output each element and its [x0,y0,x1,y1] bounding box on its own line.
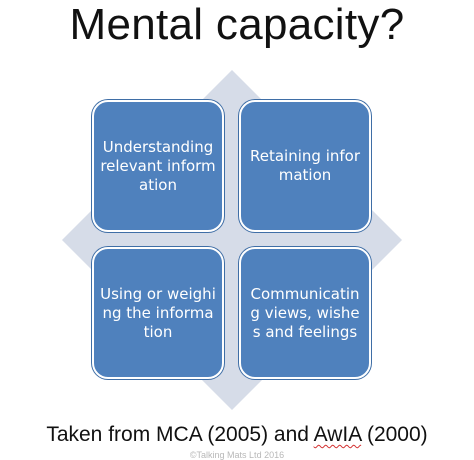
box-communicating: Communicating views, wishes and feelings [239,247,371,379]
box-understanding: Understanding relevant information [92,100,224,232]
caption-lead: Taken from MCA (2005) and [46,423,314,446]
source-caption: Taken from MCA (2005) and AwIA (2000) [0,421,474,449]
copyright-footer: ©Talking Mats Ltd 2016 [189,450,285,460]
box-using-weighing-text: Using or weighing the information [100,284,216,341]
box-communicating-text: Communicating views, wishes and feelings [250,284,360,341]
slide-title: Mental capacity? [69,0,405,49]
caption-year: (2000) [361,423,428,446]
box-using-weighing: Using or weighing the information [92,247,224,379]
caption-awia: AwIA [313,423,362,446]
box-understanding-text: Understanding relevant information [100,137,216,194]
box-retaining-text: Retaining information [250,147,360,184]
box-retaining: Retaining information [239,100,371,232]
